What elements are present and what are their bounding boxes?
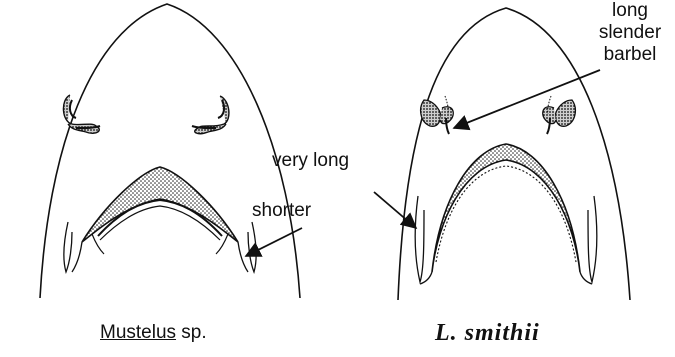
very-long-arrow — [374, 192, 416, 228]
right-head-nostril-left — [421, 96, 454, 134]
right-head-mouth — [432, 144, 580, 272]
caption-suffix: sp. — [176, 322, 207, 343]
left-head-nostril-right — [192, 96, 229, 134]
caption-genus: Mustelus — [100, 322, 176, 343]
caption-l-smithii: L. smithii — [435, 322, 540, 344]
caption-mustelus: Mustelus sp. — [100, 322, 207, 344]
right-head-labial-fold-right — [580, 196, 597, 284]
left-head-mouth — [82, 167, 238, 254]
right-head-nostril-right — [543, 96, 576, 134]
label-barbel-line-3: barbel — [590, 44, 670, 66]
right-head-labial-fold-left — [415, 196, 432, 284]
label-barbel-line-2: slender — [590, 22, 670, 44]
label-barbel-line-1: long — [590, 0, 670, 22]
label-very-long: very long — [272, 150, 349, 172]
label-long-slender-barbel: long slender barbel — [590, 0, 670, 66]
left-head-labial-fold-right — [238, 222, 256, 272]
left-head-labial-fold-left — [64, 222, 82, 272]
label-shorter: shorter — [252, 200, 311, 222]
left-shark-head — [40, 4, 302, 298]
barbel-arrow — [454, 70, 600, 128]
